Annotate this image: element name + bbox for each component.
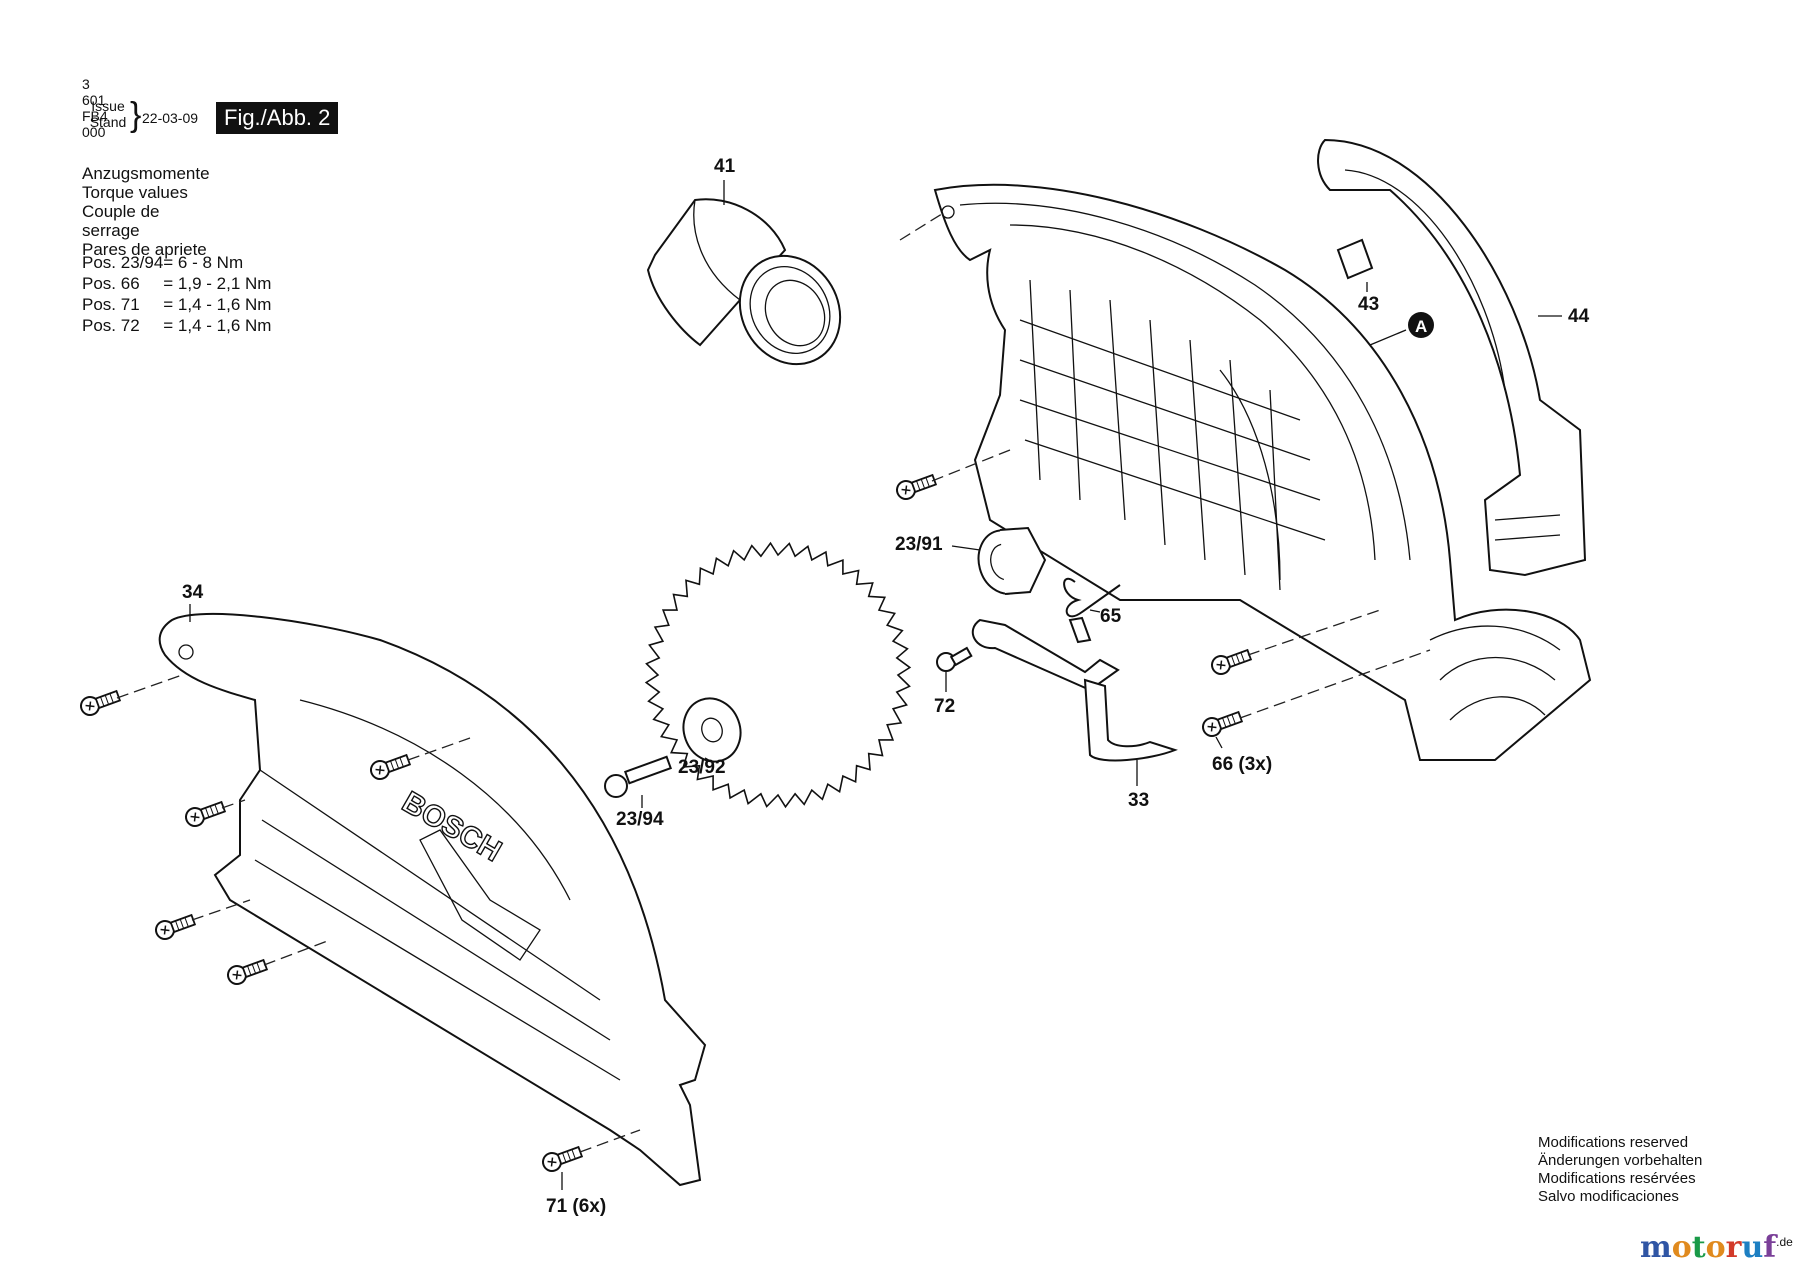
brace-icon: } bbox=[130, 96, 142, 134]
grip-rail-part-44 bbox=[1317, 138, 1587, 577]
callout-23-94: 23/94 bbox=[616, 809, 664, 830]
blade-guard-housing bbox=[933, 183, 1592, 761]
callout-33: 33 bbox=[1128, 790, 1149, 811]
issue-label: Issue bbox=[91, 98, 125, 114]
torque-value: = 1,9 - 2,1 Nm bbox=[163, 274, 272, 293]
torque-value: = 1,4 - 1,6 Nm bbox=[163, 316, 272, 335]
stand-label: Stand bbox=[89, 114, 127, 130]
callout-43: 43 bbox=[1358, 294, 1379, 315]
notice-line-de: Änderungen vorbehalten bbox=[1538, 1152, 1703, 1169]
table-row: Pos. 72 = 1,4 - 1,6 Nm bbox=[82, 315, 271, 336]
callout-65: 65 bbox=[1100, 606, 1122, 627]
callout-71: 71 (6x) bbox=[546, 1196, 606, 1217]
notice-line-en: Modifications reserved bbox=[1538, 1134, 1689, 1151]
issue-date: 22-03-09 bbox=[142, 110, 199, 126]
callout-66: 66 (3x) bbox=[1212, 754, 1272, 775]
callout-23-92: 23/92 bbox=[678, 757, 726, 778]
callout-44: 44 bbox=[1568, 306, 1590, 327]
reference-marker-a-icon bbox=[1408, 312, 1434, 338]
spring-part-65 bbox=[1063, 578, 1121, 618]
torque-value: = 1,4 - 1,6 Nm bbox=[163, 295, 272, 314]
torque-title-de: Anzugsmomente bbox=[82, 164, 210, 183]
flange-part-23-92 bbox=[682, 697, 742, 763]
torque-pos: Pos. 23/94 bbox=[82, 253, 164, 272]
torque-pos: Pos. 66 bbox=[82, 274, 140, 293]
modifications-notice: Modifications reserved Änderungen vorbeh… bbox=[1538, 1134, 1702, 1206]
part-number: 3 601 FB4 000 bbox=[82, 76, 108, 140]
brand-watermark: motoruf.de bbox=[1640, 1230, 1793, 1265]
torque-table: Pos. 23/94= 6 - 8 Nm Pos. 66 = 1,9 - 2,1 … bbox=[82, 252, 271, 336]
table-row: Pos. 66 = 1,9 - 2,1 Nm bbox=[82, 273, 271, 294]
callout-41: 41 bbox=[714, 156, 736, 177]
figure-label: Fig./Abb. 2 bbox=[216, 102, 339, 134]
lever-part-33 bbox=[971, 616, 1178, 762]
notice-line-es: Salvo modificaciones bbox=[1538, 1188, 1679, 1205]
torque-title-fr: Couple de serrage bbox=[82, 202, 160, 240]
callout-72: 72 bbox=[934, 696, 955, 717]
clip-part-43 bbox=[1336, 238, 1374, 280]
lower-guard-part-34 bbox=[158, 612, 707, 1187]
table-row: Pos. 71 = 1,4 - 1,6 Nm bbox=[82, 294, 271, 315]
callout-a: A bbox=[1415, 317, 1427, 336]
notice-line-fr: Modifications resérvées bbox=[1538, 1170, 1696, 1187]
table-row: Pos. 23/94= 6 - 8 Nm bbox=[82, 252, 271, 273]
issue-block: Issue Stand } 22-03-09 Fig./Abb. 2 bbox=[82, 98, 402, 142]
dust-adapter-part-41 bbox=[646, 198, 842, 366]
issue-labels: Issue Stand bbox=[82, 98, 134, 130]
bolt-part-23-94 bbox=[604, 755, 673, 798]
torque-title: Anzugsmomente Torque values Couple de se… bbox=[82, 164, 210, 259]
callout-23-91: 23/91 bbox=[895, 534, 943, 555]
screw-part-72 bbox=[936, 646, 973, 672]
brand-tld: .de bbox=[1776, 1235, 1793, 1249]
torque-pos: Pos. 72 bbox=[82, 316, 140, 335]
torque-pos: Pos. 71 bbox=[82, 295, 140, 314]
torque-title-es: Pares de apriete bbox=[82, 240, 207, 259]
brand-name: motoruf bbox=[1640, 1230, 1777, 1265]
bushing-part-23-91 bbox=[977, 526, 1047, 595]
torque-title-en: Torque values bbox=[82, 183, 188, 202]
torque-value: = 6 - 8 Nm bbox=[163, 253, 244, 272]
callout-34: 34 bbox=[182, 582, 204, 603]
